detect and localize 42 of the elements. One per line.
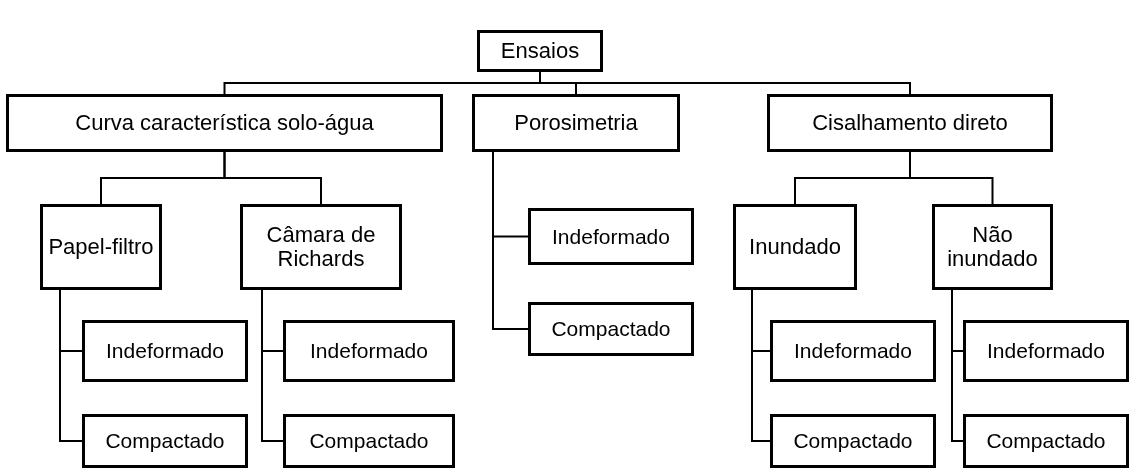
node-label: Indeformado (987, 339, 1105, 363)
connector-line (261, 289, 284, 442)
node-label: Inundado (749, 234, 841, 260)
process-box (932, 204, 1053, 290)
process-box (40, 204, 162, 290)
connector-line (751, 289, 771, 442)
node-label: Ensaios (500, 38, 580, 64)
node-label: Papel-filtro (48, 234, 154, 260)
node-label: Indeformado (310, 339, 428, 363)
process-box (283, 414, 455, 468)
process-box (240, 204, 402, 290)
process-box (528, 208, 694, 265)
process-box (770, 320, 936, 382)
process-box (528, 302, 694, 356)
node-label: Compactado (105, 429, 225, 453)
node-label: Indeformado (106, 339, 224, 363)
connector-line (951, 289, 964, 442)
connector-line (223, 151, 322, 205)
node-label: Compactado (309, 429, 429, 453)
process-box (733, 204, 857, 290)
connector-line (59, 289, 83, 442)
process-box (963, 414, 1129, 468)
process-box (82, 414, 248, 468)
process-box (283, 320, 455, 382)
process-box (6, 94, 443, 152)
node-label: Não inundado (946, 222, 1039, 272)
node-label: Câmara de Richards (265, 222, 377, 272)
node-label: Compactado (793, 429, 913, 453)
node-label: Curva característica solo-água (75, 110, 374, 136)
node-label: Indeformado (794, 339, 912, 363)
process-box (767, 94, 1053, 152)
node-label: Indeformado (552, 224, 670, 249)
process-box (477, 30, 603, 72)
process-box (770, 414, 936, 468)
process-box (472, 94, 680, 152)
node-label: Porosimetria (514, 110, 638, 136)
connector-line (492, 151, 529, 330)
process-box (963, 320, 1129, 382)
node-label: Compactado (551, 317, 671, 341)
node-label: Cisalhamento direto (812, 110, 1008, 136)
process-box (82, 320, 248, 382)
node-label: Compactado (986, 429, 1106, 453)
